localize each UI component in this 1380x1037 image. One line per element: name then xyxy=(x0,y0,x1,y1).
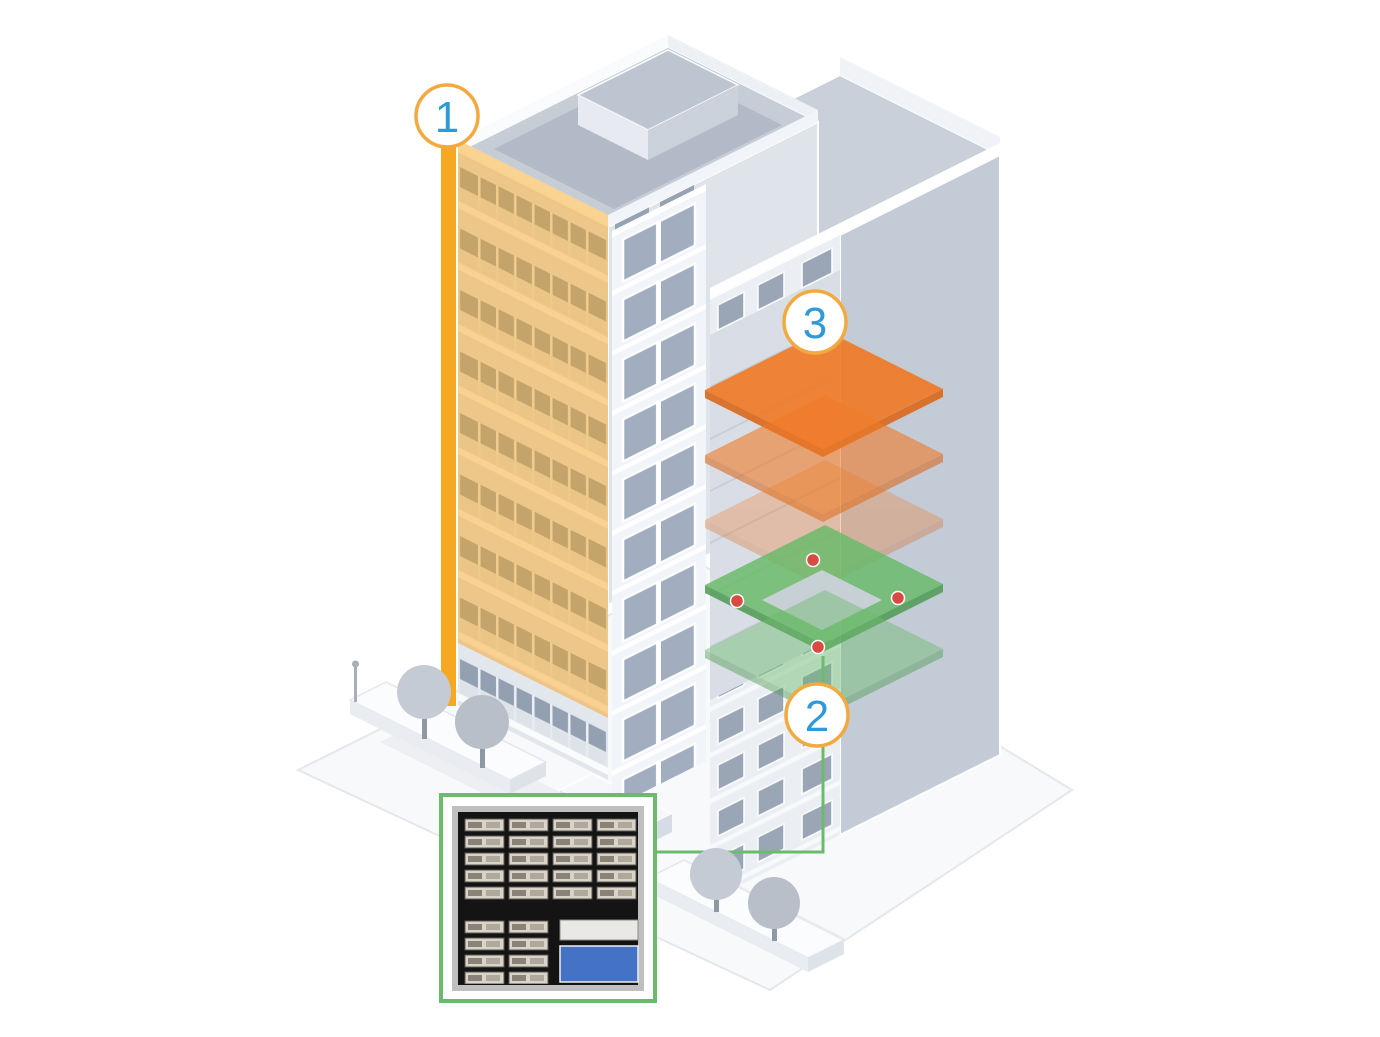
sensor-marker xyxy=(729,593,745,609)
tree xyxy=(397,665,451,719)
tree xyxy=(455,695,509,749)
parapet xyxy=(608,110,818,227)
rooftop-structure xyxy=(576,49,740,160)
panel-display xyxy=(559,945,639,983)
tree xyxy=(748,877,800,929)
panel-label-strip xyxy=(559,919,639,941)
orange-floor-slab xyxy=(705,460,943,587)
trees-left xyxy=(348,660,548,794)
facade-parapet xyxy=(710,143,1000,300)
tree-trunk xyxy=(480,745,485,768)
parapet xyxy=(668,35,818,122)
tower-left-facade xyxy=(441,140,608,780)
callout-1-label: 1 xyxy=(435,93,459,142)
floor-highlights xyxy=(705,330,943,717)
sensor-marker xyxy=(805,552,821,568)
orange-floor-slab xyxy=(705,395,943,522)
tree-trunk xyxy=(422,715,427,739)
parapet xyxy=(458,35,668,152)
callout-1: 1 xyxy=(414,83,480,149)
callout-3-label: 3 xyxy=(803,299,827,348)
callout-3: 3 xyxy=(782,289,848,355)
center-column xyxy=(612,184,706,808)
parapet-far-right xyxy=(840,57,1000,155)
floor-core xyxy=(762,570,882,630)
column-parapet xyxy=(612,184,706,238)
sensor-marker xyxy=(890,590,906,606)
column-windows xyxy=(612,191,706,808)
callout-2: 2 xyxy=(784,682,850,748)
facade-highlight-yellow xyxy=(458,140,608,718)
callout-2-label: 2 xyxy=(805,692,829,741)
lamp-post xyxy=(354,666,357,702)
riser-highlight xyxy=(441,147,456,706)
orange-floor-slab xyxy=(705,330,943,457)
fire-panel xyxy=(439,793,657,1003)
trees-right xyxy=(646,838,846,972)
indicator-grid xyxy=(464,818,640,903)
callouts: 1 3 2 xyxy=(414,83,850,748)
tree xyxy=(690,848,742,900)
indicator-grid xyxy=(464,920,552,984)
sensor-marker xyxy=(810,639,826,655)
